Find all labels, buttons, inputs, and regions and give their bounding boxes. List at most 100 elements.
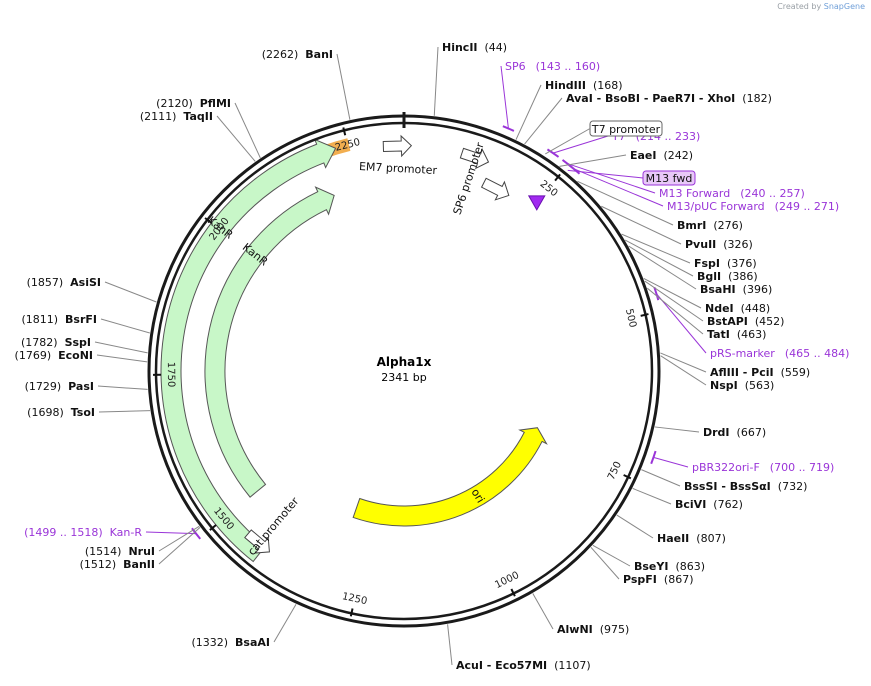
- cut-site-name: FspI: [694, 257, 720, 270]
- cut-site-afliii-pcii[interactable]: AflIII - PciI(559): [660, 352, 810, 379]
- cut-site-taqii[interactable]: (2111)TaqII: [140, 110, 256, 162]
- svg-text:HindIII(168): HindIII(168): [545, 79, 623, 92]
- primer-range: (143 .. 160): [536, 60, 601, 73]
- cut-site-eaei[interactable]: EaeI(242): [559, 149, 693, 167]
- cut-site-bseyi[interactable]: BseYI(863): [592, 544, 705, 573]
- cut-site-position: (867): [664, 573, 694, 586]
- cut-site-name: PasI: [68, 380, 94, 393]
- cut-site-hincii[interactable]: HincII(44): [433, 41, 508, 116]
- feature-kanr-a[interactable]: [160, 138, 337, 563]
- cut-site-name: EaeI: [630, 149, 657, 162]
- cut-site-position: (807): [696, 532, 726, 545]
- svg-text:(1857)AsiSI: (1857)AsiSI: [27, 276, 101, 289]
- plasmid-length: 2341 bp: [381, 371, 426, 384]
- cut-site-position: (396): [743, 283, 773, 296]
- primer-pbr322ori-f[interactable]: pBR322ori-F(700 .. 719): [650, 450, 835, 474]
- cut-site-tsoi[interactable]: (1698)TsoI: [27, 406, 151, 419]
- svg-text:AcuI - Eco57MI(1107): AcuI - Eco57MI(1107): [456, 659, 591, 672]
- svg-text:NspI(563): NspI(563): [710, 379, 774, 392]
- cut-site-nrui[interactable]: (1514)NruI: [85, 525, 200, 558]
- svg-text:M13 Forward(240 .. 257): M13 Forward(240 .. 257): [659, 187, 805, 200]
- cut-site-haeii[interactable]: HaeII (807): [616, 514, 726, 545]
- cut-site-acui-eco57mi[interactable]: AcuI - Eco57MI(1107): [447, 624, 591, 672]
- cut-site-name: AvaI - BsoBI - PaeR7I - XhoI: [566, 92, 735, 105]
- cut-site-name: BanI: [305, 48, 333, 61]
- svg-text:(1514)NruI: (1514)NruI: [85, 545, 155, 558]
- cut-site-name: BglI: [697, 270, 721, 283]
- cut-site-tati[interactable]: TatI(463): [646, 287, 766, 341]
- cut-site-position: (667): [737, 426, 767, 439]
- cut-site-nspi[interactable]: NspI(563): [660, 355, 775, 392]
- cut-site-fspi[interactable]: FspI (376): [621, 233, 757, 270]
- boxed-label-m13-fwd[interactable]: M13 fwd: [567, 169, 696, 186]
- primer-prs-marker[interactable]: pRS-marker(465 .. 484): [653, 286, 849, 360]
- feature-ori[interactable]: [352, 427, 548, 527]
- cut-site-position: (44): [485, 41, 508, 54]
- cut-site-banii[interactable]: (1512)BanII: [80, 527, 201, 571]
- svg-text:(1811)BsrFI: (1811)BsrFI: [21, 313, 97, 326]
- svg-text:BsaHI(396): BsaHI(396): [700, 283, 772, 296]
- primer-range: (700 .. 719): [770, 461, 835, 474]
- cut-site-asisi[interactable]: (1857)AsiSI: [27, 276, 157, 303]
- cut-site-bsssi-bsss-i[interactable]: BssSI - BssSαI(732): [641, 469, 807, 493]
- primer-m13-puc-forward[interactable]: M13/pUC Forward(249 .. 271): [566, 163, 840, 213]
- feature-label-cat: cat promoter: [245, 494, 301, 557]
- cut-site-drdi[interactable]: DrdI (667): [654, 426, 767, 439]
- cut-site-name: BstAPI: [707, 315, 748, 328]
- cut-site-bsrfi[interactable]: (1811)BsrFI: [21, 313, 150, 334]
- svg-text:TatI(463): TatI(463): [707, 328, 766, 341]
- tick-label-500: 500: [623, 308, 638, 329]
- primer-name: SP6: [505, 60, 526, 73]
- cut-site-econi[interactable]: (1769)EcoNI: [15, 349, 148, 363]
- feature-kanr-b[interactable]: [204, 186, 335, 498]
- feature-cat[interactable]: [242, 526, 276, 559]
- cut-site-pflmi[interactable]: (2120)PflMI: [156, 97, 261, 159]
- cut-site-position: (276): [713, 219, 743, 232]
- boxed-label-t7-promoter[interactable]: T7 promoter: [545, 120, 663, 155]
- cut-site-name: DrdI: [703, 426, 730, 439]
- tick-2000: [204, 217, 212, 224]
- svg-text:BciVI(762): BciVI(762): [675, 498, 743, 511]
- cut-site-position: (376): [727, 257, 757, 270]
- svg-text:EaeI(242): EaeI(242): [630, 149, 693, 162]
- cut-site-name: BmrI: [677, 219, 706, 232]
- cut-site-bsahi[interactable]: BsaHI(396): [628, 245, 773, 296]
- feature-em7[interactable]: [382, 134, 413, 158]
- svg-text:(2262)BanI: (2262)BanI: [262, 48, 333, 61]
- cut-site-name: TatI: [707, 328, 730, 341]
- cut-site-pasi[interactable]: (1729)PasI: [25, 380, 148, 393]
- feature-sp6p[interactable]: [459, 144, 492, 172]
- tick-label-1000: 1000: [493, 570, 521, 591]
- primer-sp6[interactable]: SP6 (143 .. 160): [500, 60, 600, 132]
- cut-site-position: (1698): [27, 406, 64, 419]
- cut-site-hindiii[interactable]: HindIII(168): [515, 79, 623, 140]
- svg-text:(1512)BanII: (1512)BanII: [80, 558, 155, 571]
- cut-site-bstapi[interactable]: BstAPI(452): [644, 280, 785, 328]
- cut-site-bgli[interactable]: BglI(386): [624, 239, 758, 283]
- tick-750: [623, 474, 632, 480]
- cut-site-alwni[interactable]: AlwNI(975): [532, 593, 630, 636]
- cut-site-sspi[interactable]: (1782)SspI: [21, 336, 148, 354]
- cut-site-name: HaeII: [657, 532, 689, 545]
- svg-text:SP6(143 .. 160): SP6 (143 .. 160): [505, 60, 600, 73]
- cut-site-position: (326): [723, 238, 753, 251]
- cut-site-pspfi[interactable]: PspFI(867): [590, 547, 694, 586]
- cut-site-position: (1332): [191, 636, 228, 649]
- cut-site-position: (2111): [140, 110, 177, 123]
- cut-site-bani[interactable]: (2262)BanI: [262, 48, 351, 120]
- cut-site-bsaai[interactable]: (1332)BsaAI: [191, 603, 297, 649]
- tick-2250: [342, 127, 347, 136]
- cut-site-avai-bsobi-paer7i-xhoi[interactable]: AvaI - BsoBI - PaeR7I - XhoI(182): [524, 92, 772, 145]
- svg-text:FspI(376): FspI (376): [694, 257, 757, 270]
- cut-site-position: (975): [600, 623, 630, 636]
- cut-site-ndei[interactable]: NdeI(448): [643, 278, 770, 315]
- cut-site-pvuii[interactable]: PvuII(326): [601, 205, 753, 251]
- primer-glyph-m13-fwd[interactable]: [527, 195, 546, 211]
- primer-m13-forward[interactable]: M13 Forward(240 .. 257): [561, 159, 805, 200]
- primer-kan-r[interactable]: (1499 .. 1518)Kan-R: [24, 526, 202, 540]
- cut-site-bmri[interactable]: BmrI (276): [577, 180, 743, 232]
- cut-site-name: NdeI: [705, 302, 734, 315]
- cut-site-name: BsrFI: [65, 313, 97, 326]
- feature-sp6p2[interactable]: [479, 174, 513, 205]
- cut-site-bcivi[interactable]: BciVI(762): [632, 487, 743, 511]
